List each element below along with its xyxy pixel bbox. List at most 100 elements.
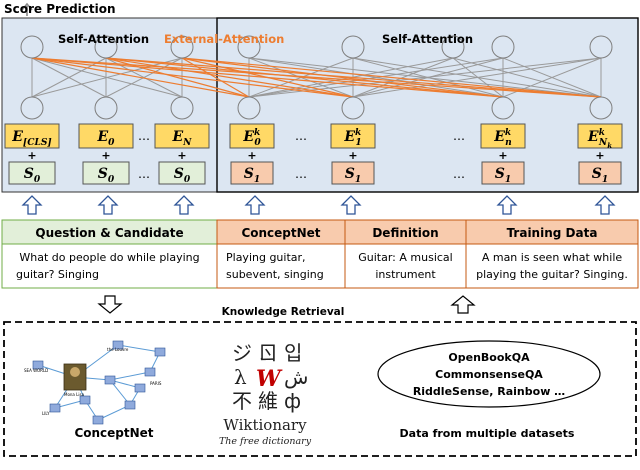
embedding-symbol: S0 <box>174 166 191 185</box>
attention-edge <box>352 57 602 98</box>
wiktionary-glyph-7: 不 <box>232 389 252 413</box>
up-arrow <box>496 195 518 215</box>
attention-edge <box>31 57 183 98</box>
up-arrow <box>340 195 362 215</box>
up-arrow <box>244 195 266 215</box>
attention-node <box>20 35 44 59</box>
segment-embedding-box <box>481 161 525 185</box>
segment-embedding-box <box>578 161 622 185</box>
wiktionary-glyph-5: W <box>256 366 283 392</box>
question-line-1: What do people do while playing <box>19 251 199 264</box>
external-attention-edge <box>105 57 504 98</box>
down-hollow-arrow <box>97 295 123 314</box>
score-prediction-area: Score Prediction <box>4 2 116 16</box>
external-attention-edge <box>181 57 504 98</box>
datasets-caption: Data from multiple datasets <box>400 427 575 440</box>
ellipsis: … <box>453 167 465 181</box>
embedding-symbol: S1 <box>495 166 511 185</box>
token-embedding-box <box>480 123 526 149</box>
external-attention-edge <box>105 57 250 98</box>
plus-sign: + <box>595 149 604 162</box>
up-arrow <box>173 195 195 215</box>
graph-edge <box>117 344 161 353</box>
plus-sign: + <box>498 149 507 162</box>
datasets-ellipse <box>377 340 601 408</box>
conceptnet-line-1: Playing guitar, <box>226 251 306 264</box>
self-attention-left-label: Self-Attention <box>58 32 149 46</box>
external-attention-connections <box>31 57 602 98</box>
token-embedding-box <box>229 123 275 149</box>
segment-embedding-box <box>230 161 274 185</box>
attention-node <box>589 35 613 59</box>
question-line-2: guitar? Singing <box>16 268 99 281</box>
token-embedding-box <box>78 123 134 149</box>
wiktionary-glyph-1: ジ <box>232 341 252 365</box>
wiktionary-glyph-3: 입 <box>284 341 302 365</box>
score-up-arrow <box>21 2 33 16</box>
training-header: Training Data <box>507 226 598 240</box>
conceptnet-caption: ConceptNet <box>74 426 153 440</box>
wiktionary-subtitle: The free dictionary <box>219 436 312 447</box>
embedding-symbol: E[CLS] <box>11 129 51 148</box>
attention-node <box>491 96 515 120</box>
graph-label-louvre: the Louvre <box>107 347 129 352</box>
token-embedding-box <box>154 123 210 149</box>
embedding-symbol: EN <box>172 129 193 148</box>
attention-node <box>441 35 465 59</box>
dataset-riddlesense: RiddleSense, Rainbow … <box>413 385 565 398</box>
input-up-arrows <box>21 195 616 215</box>
definition-line-2: instrument <box>375 268 436 281</box>
retrieval-arrows: Knowledge Retrieval <box>97 295 476 318</box>
question-header: Question & Candidate <box>35 226 183 240</box>
attention-node <box>170 96 194 120</box>
wiktionary-glyph-6: ش <box>284 365 308 389</box>
attention-node <box>491 35 515 59</box>
segment-embedding-box <box>331 161 375 185</box>
graph-node <box>32 360 44 370</box>
plus-sign: + <box>101 149 110 162</box>
attention-node <box>237 35 261 59</box>
self-attention-connections <box>31 57 602 98</box>
up-arrow <box>594 195 616 215</box>
segment-embedding-box <box>82 161 130 185</box>
conceptnet-header: ConceptNet <box>241 226 320 240</box>
wiktionary-glyph-2: ㄖ <box>258 341 278 365</box>
wiktionary-glyph-9: ф <box>284 389 301 413</box>
plus-sign: + <box>247 149 256 162</box>
definition-body-cell <box>344 243 467 289</box>
token-embedding-box <box>577 123 623 149</box>
external-attention-edge <box>31 57 250 98</box>
attention-node <box>341 96 365 120</box>
wiktionary-glyph-8: 維 <box>258 389 278 413</box>
graph-edge <box>109 371 151 381</box>
definition-header: Definition <box>372 226 438 240</box>
training-body-cell <box>465 243 639 289</box>
embedding-symbol: S0 <box>98 166 115 185</box>
graph-node <box>154 347 166 357</box>
attention-node <box>94 96 118 120</box>
token-embedding-box <box>330 123 376 149</box>
conceptnet-header-cell <box>216 219 346 245</box>
wiktionary-glyph-4: λ <box>234 365 247 389</box>
self-attention-right-label: Self-Attention <box>382 32 473 46</box>
attention-nodes <box>20 35 613 120</box>
graph-node <box>104 375 116 385</box>
knowledge-retrieval-label: Knowledge Retrieval <box>222 306 345 318</box>
datasets-group: OpenBookQA CommonsenseQA RiddleSense, Ra… <box>377 340 601 440</box>
graph-label-paris: PARIS <box>150 381 162 386</box>
conceptnet-body-cell <box>216 243 346 289</box>
dataset-commonsenseqa: CommonsenseQA <box>435 368 543 381</box>
conceptnet-graph: SEA WORLD Mona Lisa LILY the Louvre PARI… <box>24 340 166 440</box>
ellipsis: … <box>138 167 150 181</box>
graph-node <box>144 367 156 377</box>
ellipsis: … <box>295 167 307 181</box>
ellipsis: … <box>453 129 465 143</box>
wiktionary-title: Wiktionary <box>223 416 307 434</box>
attention-node <box>341 35 365 59</box>
question-body-cell <box>1 243 218 289</box>
attention-edge <box>31 57 107 98</box>
attention-node <box>20 96 44 120</box>
